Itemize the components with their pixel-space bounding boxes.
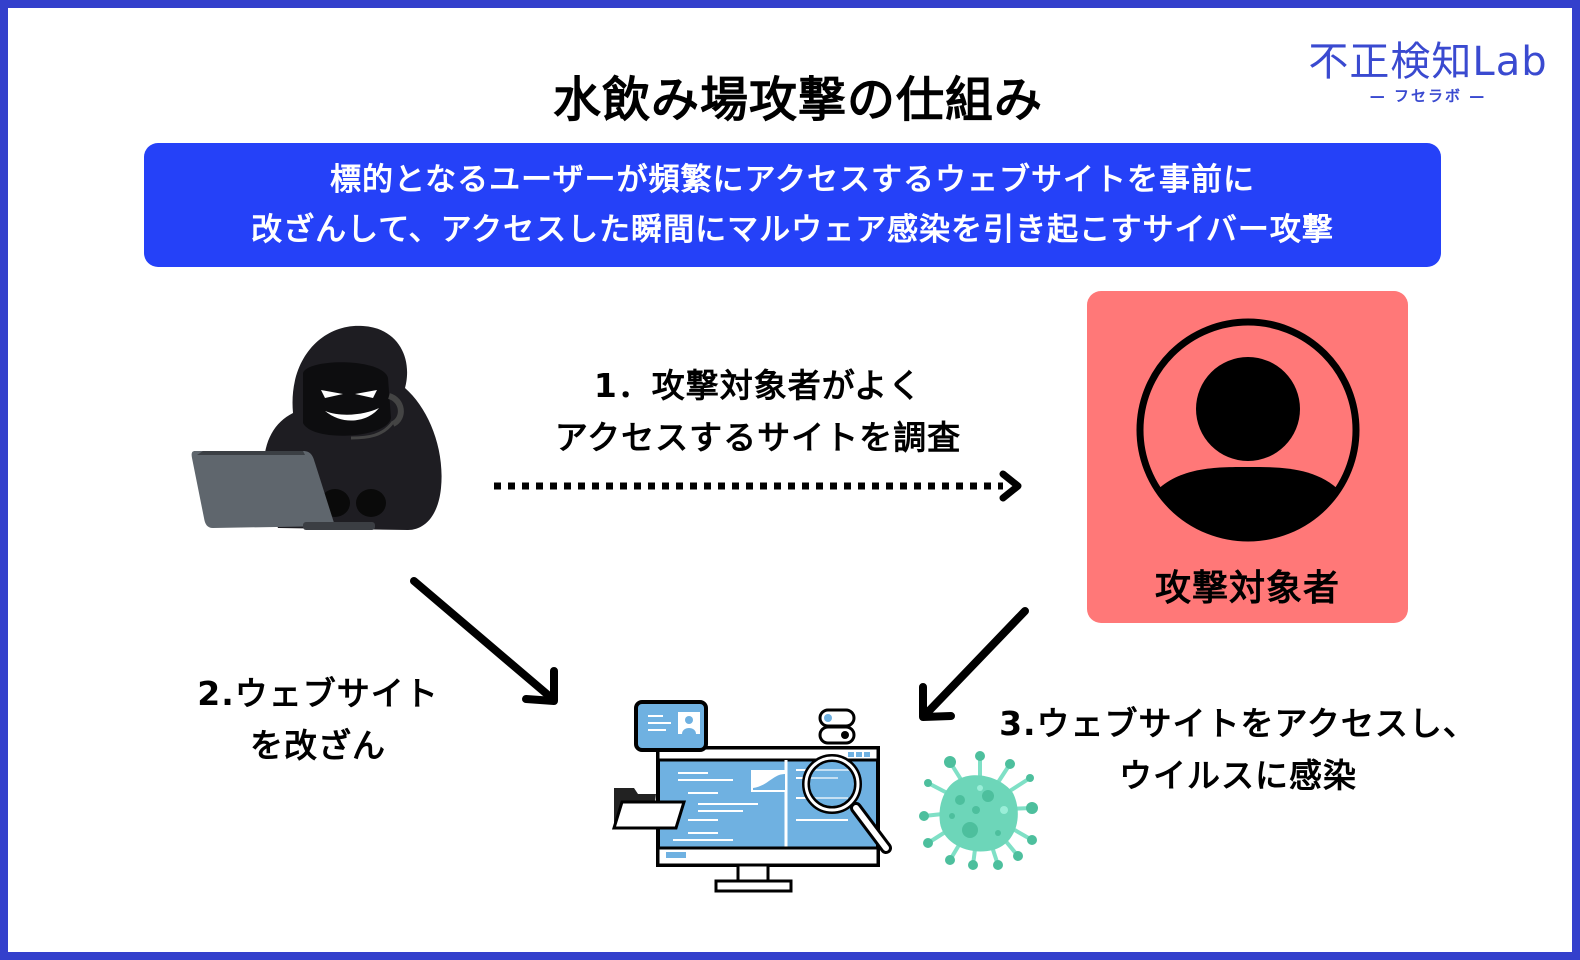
step-2-line-2: を改ざん [250,726,386,765]
user-avatar-icon [1136,318,1360,542]
step-3-line-1: 3.ウェブサイトをアクセスし、 [999,704,1477,743]
logo-main-text: 不正検知Lab [1308,39,1548,85]
step-1-label: 1．攻撃対象者がよく アクセスするサイトを調査 [508,360,1008,464]
arrow-down-right-icon [410,577,558,705]
step-3-label: 3.ウェブサイトをアクセスし、 ウイルスに感染 [968,698,1508,802]
computer-website-icon [611,700,892,893]
dotted-arrow-right-icon [494,470,1022,502]
step-2-label: 2.ウェブサイト を改ざん [168,668,468,772]
definition-line-2: 改ざんして、アクセスした瞬間にマルウェア感染を引き起こすサイバー攻撃 [251,212,1334,248]
arrow-down-left-icon [919,607,1029,721]
step-1-line-2: アクセスするサイトを調査 [554,418,962,457]
definition-line-1: 標的となるユーザーが頻繁にアクセスするウェブサイトを事前に [330,162,1255,198]
definition-banner: 標的となるユーザーが頻繁にアクセスするウェブサイトを事前に 改ざんして、アクセス… [144,143,1441,267]
step-1-line-1: 1．攻撃対象者がよく [593,366,923,405]
page-title: 水飲み場攻撃の仕組み [552,72,1043,128]
virus-icon [919,751,1038,870]
hacker-icon [191,325,442,530]
step-2-line-1: 2.ウェブサイト [197,674,439,713]
brand-logo: 不正検知Lab — フセラボ — [1278,38,1578,106]
target-label: 攻撃対象者 [1154,568,1340,609]
target-user-card: 攻撃対象者 [1087,291,1408,623]
logo-sub-text: — フセラボ — [1369,87,1487,105]
step-3-line-2: ウイルスに感染 [1119,756,1357,795]
